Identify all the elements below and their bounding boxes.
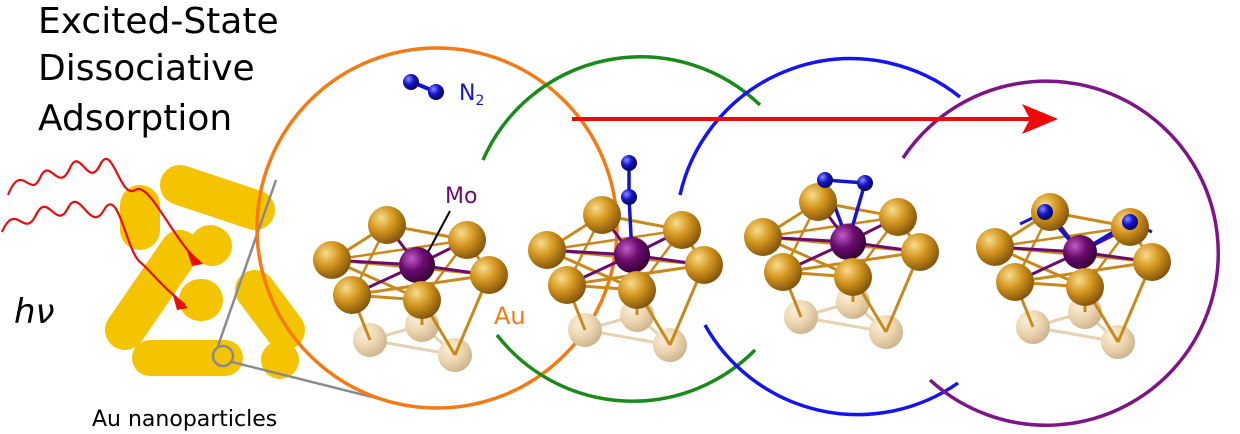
- gold-atom: [799, 183, 837, 221]
- n2-label: N2: [459, 81, 484, 109]
- nanorod: [160, 165, 275, 230]
- mo-pointer-line: [427, 210, 451, 253]
- cluster-stage-4: [976, 193, 1171, 359]
- gold-atom: [368, 206, 406, 244]
- gold-atom: [1066, 268, 1104, 306]
- title-line-3: Adsorption: [38, 98, 232, 139]
- photon-waves: [0, 157, 201, 306]
- molybdenum-atom: [399, 247, 435, 283]
- nanoparticles-label: Au nanoparticles: [92, 407, 277, 432]
- mo-label: Mo: [445, 184, 477, 209]
- gold-atom: [618, 271, 656, 309]
- au-label: Au: [494, 302, 526, 330]
- progress-arrowhead: [1022, 104, 1058, 134]
- stage-circle-2: [481, 55, 762, 403]
- molybdenum-atom: [1063, 235, 1097, 269]
- clusters: [313, 155, 1171, 372]
- cluster-stage-1: [313, 206, 508, 372]
- stage-circle-4: [901, 79, 1220, 427]
- title-line-2: Dissociative: [38, 48, 255, 89]
- bond: [762, 215, 899, 239]
- nitrogen-atom: [428, 84, 444, 100]
- arrowhead-icon: [172, 292, 188, 310]
- cluster-stage-2: [528, 155, 723, 362]
- cluster-stage-3: [744, 172, 939, 349]
- gold-atom: [583, 196, 621, 234]
- gold-atom: [403, 281, 441, 319]
- gold-nanoparticles: [105, 165, 393, 404]
- gold-atom: [764, 253, 802, 291]
- photon-wave: [6, 157, 201, 263]
- gold-atom: [313, 241, 351, 279]
- bond: [546, 228, 683, 252]
- bond: [331, 238, 468, 262]
- gold-atom: [528, 231, 566, 269]
- nanorod: [105, 230, 200, 350]
- stage-circles: [255, 46, 1220, 427]
- gold-atom: [548, 266, 586, 304]
- gold-atom: [470, 256, 508, 294]
- nitrogen-atom: [403, 74, 419, 90]
- zoom-line: [216, 179, 278, 347]
- gold-atom: [1133, 243, 1171, 281]
- n2-molecule-gas: [403, 74, 444, 100]
- photon-arrowheads: [172, 248, 203, 310]
- nitrogen-atom: [1037, 204, 1053, 220]
- gold-atom: [834, 258, 872, 296]
- gold-atom: [685, 246, 723, 284]
- nanorod: [235, 270, 305, 350]
- molybdenum-atom: [830, 224, 866, 260]
- gold-atom: [333, 276, 371, 314]
- gold-atom: [996, 263, 1034, 301]
- nitrogen-atom: [621, 155, 637, 171]
- photon-wave: [0, 200, 186, 306]
- molybdenum-atom: [614, 237, 650, 273]
- gold-atom: [976, 228, 1014, 266]
- zoom-line: [231, 360, 393, 404]
- nitrogen-atom: [857, 175, 873, 191]
- title-line-1: Excited-State: [38, 1, 279, 42]
- nitrogen-atom: [817, 172, 833, 188]
- gold-atom: [448, 221, 486, 259]
- bond: [994, 225, 1131, 249]
- gold-atom: [879, 198, 917, 236]
- stage-circle-3: [678, 56, 962, 417]
- nitrogen-atom: [621, 189, 637, 205]
- nitrogen-atom: [1122, 214, 1138, 230]
- nanoparticle: [261, 341, 299, 379]
- gold-atom: [744, 218, 782, 256]
- gold-atom: [901, 233, 939, 271]
- zoom-spot: [211, 344, 235, 368]
- nanorod: [190, 225, 232, 266]
- light-symbol: hν: [14, 292, 55, 332]
- arrowhead-icon: [186, 248, 203, 266]
- gold-atom: [663, 211, 701, 249]
- stage-circle-1: [255, 46, 619, 410]
